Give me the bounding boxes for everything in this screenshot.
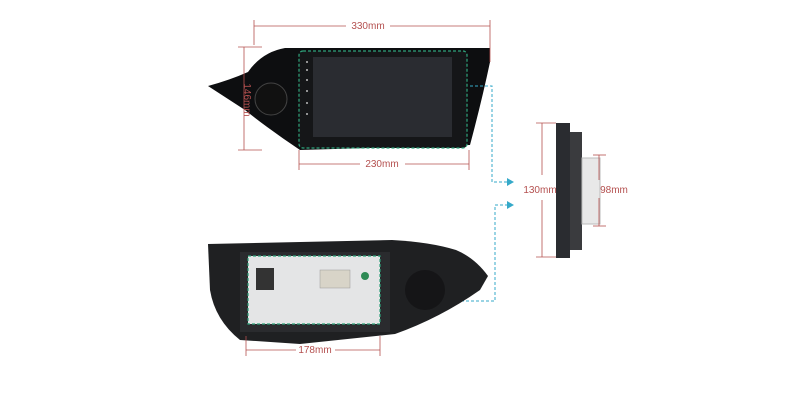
- mount-bracket: [405, 270, 445, 310]
- side-view: 130mm 98mm: [523, 122, 628, 258]
- back-dimension-lines: [245, 336, 381, 356]
- screen-width-label: 230mm: [365, 159, 398, 170]
- back-width-label: 178mm: [298, 345, 331, 356]
- antenna-port: [361, 272, 369, 280]
- side-depth-height-label: 98mm: [600, 185, 628, 196]
- side-module: [581, 157, 601, 225]
- front-height-label: 146mm: [241, 83, 252, 116]
- knob: [254, 82, 288, 116]
- screen: [313, 57, 452, 137]
- front-width-label: 330mm: [351, 21, 384, 32]
- side-height-label: 130mm: [523, 185, 556, 196]
- guide-arrows: [507, 178, 514, 209]
- back-view: 178mm: [208, 240, 488, 356]
- connector-block: [256, 268, 274, 290]
- front-dimension-lines: [238, 20, 491, 170]
- side-buttons: [306, 61, 308, 115]
- side-chassis: [570, 132, 582, 250]
- side-dimension-lines: [536, 122, 606, 258]
- harness-plug: [319, 269, 351, 289]
- side-panel: [556, 123, 570, 258]
- front-view: 330mm 230mm 146mm: [208, 20, 491, 170]
